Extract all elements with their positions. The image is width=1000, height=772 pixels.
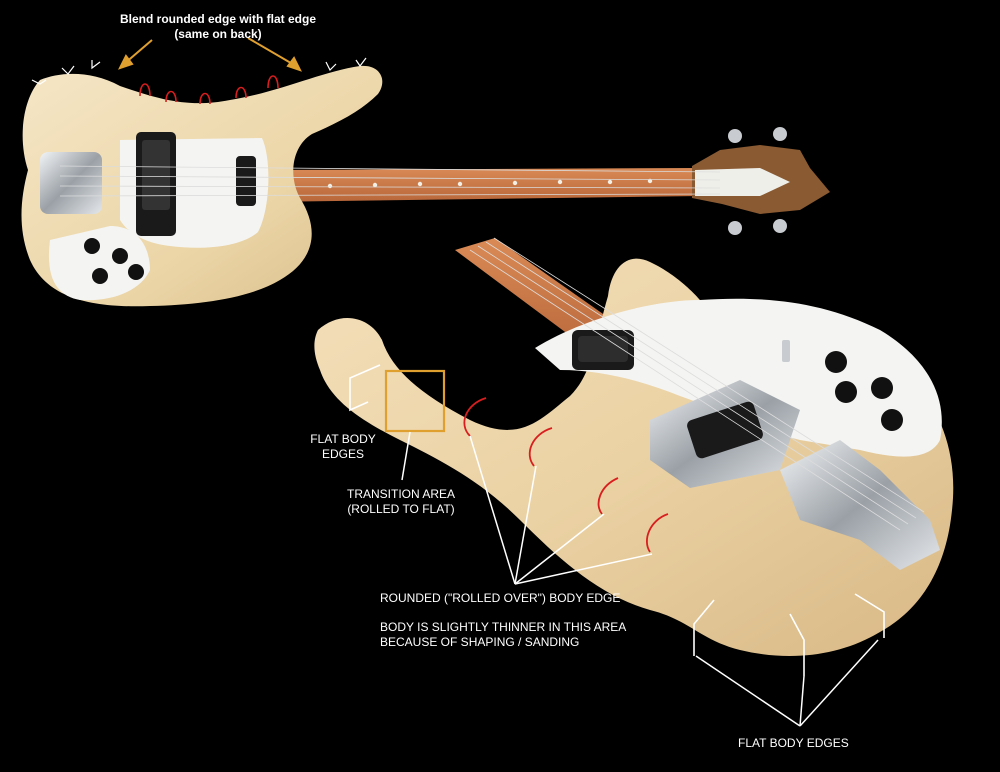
top-guitar bbox=[21, 37, 830, 307]
top-knobs bbox=[84, 238, 144, 284]
top-neck-pickup bbox=[236, 156, 256, 206]
transition-line-1: TRANSITION AREA bbox=[346, 487, 456, 501]
top-truss-cover bbox=[695, 168, 790, 196]
blend-arrows bbox=[118, 37, 302, 72]
left-flat-bracket bbox=[349, 364, 381, 412]
thinner-line-2: BECAUSE OF SHAPING / SANDING bbox=[380, 635, 580, 649]
bottom-toggle bbox=[782, 340, 790, 362]
flat-left-line-2: EDGES bbox=[321, 447, 364, 461]
bottom-bridge bbox=[780, 440, 940, 570]
bottom-strings bbox=[469, 237, 925, 531]
flat-left-line-1: FLAT BODY bbox=[310, 432, 376, 446]
top-bridge bbox=[40, 152, 102, 214]
blend-annotation: Blend rounded edge with flat edge (same … bbox=[108, 12, 328, 42]
thinner-line-1: BODY IS SLIGHTLY THINNER IN THIS AREA bbox=[380, 620, 627, 634]
transition-box bbox=[384, 369, 446, 433]
bottom-flat-leaders bbox=[695, 639, 879, 727]
top-strings bbox=[59, 165, 721, 197]
transition-area-label: TRANSITION AREA (ROLLED TO FLAT) bbox=[336, 487, 466, 517]
bottom-knobs bbox=[825, 351, 903, 431]
top-control-plate bbox=[48, 226, 150, 301]
flat-body-edges-bottom-label: FLAT BODY EDGES bbox=[738, 736, 849, 750]
blend-line-2: (same on back) bbox=[174, 27, 262, 41]
flat-body-edges-left-label: FLAT BODY EDGES bbox=[298, 432, 388, 462]
bottom-pickguard bbox=[535, 298, 942, 457]
rounded-edge-leaders bbox=[469, 435, 653, 585]
top-red-edge-marks bbox=[139, 75, 279, 105]
bottom-guitar bbox=[314, 237, 954, 727]
rolled-edge-marks bbox=[463, 397, 669, 553]
top-white-edge-marks bbox=[31, 57, 367, 85]
top-fretboard bbox=[262, 168, 700, 202]
thinner-body-label: BODY IS SLIGHTLY THINNER IN THIS AREA BE… bbox=[380, 620, 626, 650]
bottom-flat-brackets bbox=[693, 593, 885, 676]
blend-line-1: Blend rounded edge with flat edge bbox=[119, 12, 316, 26]
rounded-edge-label: ROUNDED ("ROLLED OVER") BODY EDGE bbox=[380, 591, 621, 605]
top-tuners bbox=[728, 127, 787, 235]
transition-line-2: (ROLLED TO FLAT) bbox=[347, 502, 455, 516]
